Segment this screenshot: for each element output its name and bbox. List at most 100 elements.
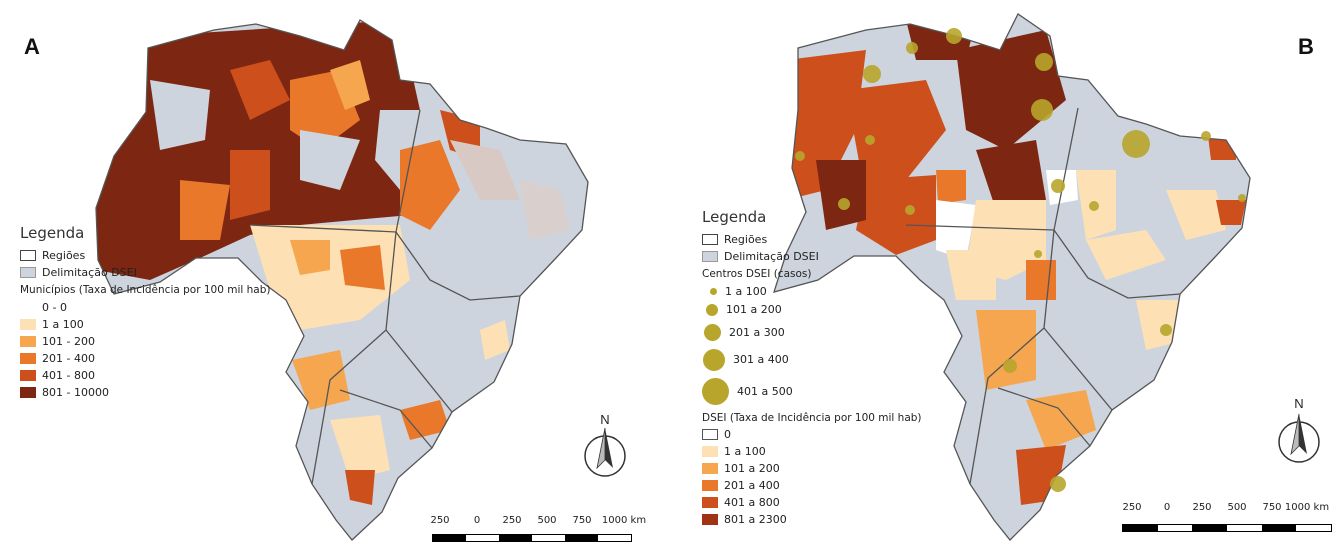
patch-a5 (180, 180, 230, 240)
circle-size-3-icon (704, 323, 721, 341)
class-4-label-a: 401 - 800 (42, 368, 95, 382)
gap-a2 (300, 130, 360, 190)
circle-size-5-icon (702, 378, 729, 405)
dsei-fills-b (786, 20, 1246, 505)
center-circle-b4 (1035, 53, 1053, 71)
scale-segments-a (432, 534, 632, 542)
scale-tick-b-0: 250 (1122, 502, 1142, 513)
scale-tick-b-3: 500 (1227, 502, 1247, 513)
legend-row-dsei-b: Delimitação DSEI (702, 248, 922, 265)
legend-a: Legenda Regiões Delimitação DSEI Municíp… (20, 226, 271, 401)
class-0-swatch-b (702, 429, 718, 440)
dsei-small-b (936, 170, 966, 204)
circle-label-1-b: 1 a 100 (725, 284, 767, 298)
legend-class-5-b: 801 a 2300 (702, 511, 922, 528)
dsei-ne-b (1216, 200, 1246, 225)
circle-size-4-icon (703, 348, 725, 371)
legend-row-regions-b: Regiões (702, 231, 922, 248)
circle-row-3-b: 201 a 300 (702, 320, 922, 345)
class-3-label-b: 201 a 400 (724, 479, 780, 492)
scale-tick-a-4: 750 (572, 515, 592, 526)
dsei-rs-b (1016, 445, 1066, 505)
circle-label-2-b: 101 a 200 (726, 303, 782, 316)
class-5-label-a: 801 - 10000 (42, 385, 109, 399)
center-circle-b10 (905, 205, 915, 215)
centros-title-b: Centros DSEI (casos) (702, 268, 812, 280)
center-circle-b13 (1034, 250, 1042, 258)
regions-swatch-a (20, 250, 36, 261)
class-3-label-a: 201 - 400 (42, 351, 95, 365)
patch-a15 (450, 140, 520, 200)
circle-row-1-b: 1 a 100 (702, 283, 922, 300)
patch-a9 (340, 245, 385, 290)
patch-a1 (230, 60, 290, 120)
dsei-pe-b (1166, 190, 1226, 240)
class-5-swatch-b (702, 514, 718, 525)
legend-title-b: Legenda (702, 208, 767, 226)
circle-label-3-b: 201 a 300 (729, 325, 785, 339)
class-2-label-a: 101 - 200 (42, 334, 95, 348)
class-4-label-b: 401 a 800 (724, 496, 780, 509)
center-circle-b9 (838, 198, 850, 210)
scale-tick-a-1: 0 (473, 515, 481, 526)
center-circle-b15 (1160, 324, 1172, 336)
patch-a10 (292, 350, 350, 410)
legend-class-3-b: 201 a 400 (702, 477, 922, 494)
dsei-ba-b (1086, 230, 1166, 280)
center-circle-b12 (1089, 201, 1099, 211)
center-circle-b11 (1051, 179, 1065, 193)
circle-size-2-icon (706, 303, 718, 316)
dsei-ms-b (976, 310, 1036, 390)
scale-bar-b: 250 0 250 500 750 1000 km (1122, 502, 1332, 532)
class-4-swatch-a (20, 369, 36, 381)
center-circle-b18 (1201, 131, 1211, 141)
center-circle-b14 (1003, 359, 1017, 373)
scale-tick-b-5: 1000 km (1284, 502, 1330, 513)
north-letter-a: N (600, 412, 609, 427)
scale-tick-b-4: 750 (1262, 502, 1282, 513)
patch-a4 (230, 150, 270, 220)
map-b-canvas (773, 13, 1251, 541)
class-0-swatch-a (20, 301, 36, 313)
legend-class-3-a: 201 - 400 (20, 350, 271, 367)
regions-label-a: Regiões (42, 249, 86, 262)
center-circle-b16 (1050, 476, 1066, 492)
legend-title-a: Legenda (20, 224, 85, 242)
dsei-swatch-b (702, 251, 718, 262)
circle-label-4-b: 301 a 400 (733, 353, 789, 366)
class-5-swatch-a (20, 386, 36, 398)
dsei-ro-b (856, 175, 936, 255)
circle-row-2-b: 101 a 200 (702, 300, 922, 320)
class-4-swatch-b (702, 497, 718, 508)
dsei-ac-b (816, 160, 866, 230)
panel-label-a: A (24, 34, 40, 59)
dsei-swatch-a (20, 267, 36, 278)
class-1-label-a: 1 a 100 (42, 317, 84, 331)
scale-tick-a-3: 500 (537, 515, 557, 526)
dsei-go-b (1026, 260, 1056, 300)
class-2-swatch-b (702, 463, 718, 474)
class-5-label-b: 801 a 2300 (724, 513, 787, 526)
north-arrow-icon-b: N (1278, 396, 1320, 463)
map-panel-b: B Legenda Regiões Delimitação DSEI Centr… (666, 0, 1341, 557)
center-circle-b17 (1238, 194, 1246, 202)
circle-row-4-b: 301 a 400 (702, 345, 922, 375)
legend-class-4-a: 401 - 800 (20, 367, 271, 384)
class-2-label-b: 101 a 200 (724, 462, 780, 475)
dsei-label-b: Delimitação DSEI (724, 250, 819, 263)
scale-segments-b (1122, 524, 1332, 532)
dsei-white-b2 (936, 200, 976, 260)
scale-tick-a-0: 250 (430, 515, 450, 526)
scale-ticks-a: 250 0 250 500 750 1000 km (430, 515, 646, 529)
legend-b: Legenda Regiões Delimitação DSEI Centros… (702, 210, 922, 528)
map-panel-a: A Legenda Regiões Delimitação DSEI Munic… (0, 0, 666, 557)
class-3-swatch-a (20, 352, 36, 364)
regions-swatch-b (702, 234, 718, 245)
legend-class-1-b: 1 a 100 (702, 443, 922, 460)
municipios-title-a: Municípios (Taxa de Incidência por 100 m… (20, 284, 271, 296)
legend-class-0-a: 0 - 0 (20, 299, 271, 316)
dsei-center-north-b (846, 80, 946, 200)
dsei-label-a: Delimitação DSEI (42, 266, 137, 279)
region-borders-b (905, 107, 1181, 485)
patch-a3 (330, 60, 370, 110)
